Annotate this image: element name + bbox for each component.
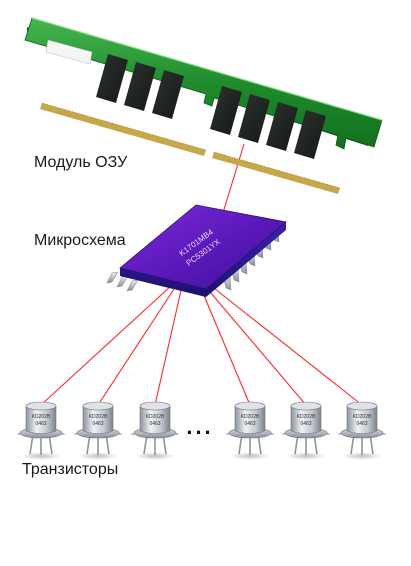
transistor-icon: KD202B 0463 (224, 401, 276, 461)
connection-wires (40, 143, 363, 406)
wire-chip-to-transistor-6 (209, 284, 363, 406)
transistor-icon: KD202B 0463 (72, 401, 124, 461)
wire-chip-to-transistor-5 (204, 285, 307, 406)
transistor-marking-line-2: 0463 (244, 421, 255, 427)
ram-module-icon (24, 17, 383, 194)
transistor-marking-line-1: KD202B (32, 414, 51, 420)
transistors-label: Транзисторы (22, 461, 119, 478)
transistor-marking-line-2: 0463 (92, 421, 103, 427)
transistor-marking-line-2: 0463 (356, 421, 367, 427)
microchip-label: Микросхема (34, 232, 126, 249)
wire-chip-to-transistor-2 (97, 285, 177, 406)
ellipsis: ... (186, 414, 213, 439)
transistor-marking-line-1: KD202B (297, 414, 316, 420)
ram-gold-contacts (40, 102, 341, 194)
transistor-marking-line-2: 0463 (149, 421, 160, 427)
transistor-marking-line-1: KD202B (89, 414, 108, 420)
wire-chip-to-transistor-3 (154, 285, 183, 406)
transistor-marking-line-2: 0463 (35, 421, 46, 427)
ram-memory-chips (96, 54, 326, 159)
ram-module-label: Модуль ОЗУ (34, 154, 128, 171)
transistor-row: KD202B 0463 KD202B 0463 KD202B 0463 ... … (15, 401, 388, 461)
transistor-icon: KD202B 0463 (280, 401, 332, 461)
transistor-icon: KD202B 0463 (336, 401, 388, 461)
transistor-marking-line-1: KD202B (146, 414, 165, 420)
wire-chip-to-transistor-4 (199, 285, 251, 406)
transistor-icon: KD202B 0463 (15, 401, 67, 461)
transistor-marking-line-1: KD202B (353, 414, 372, 420)
wire-chip-to-transistor-1 (40, 284, 173, 406)
transistor-marking-line-1: KD202B (241, 414, 260, 420)
transistor-marking-line-2: 0463 (300, 421, 311, 427)
microchip-icon: K1701MB4 PC5301YX (106, 204, 287, 297)
transistor-icon: KD202B 0463 (129, 401, 181, 461)
